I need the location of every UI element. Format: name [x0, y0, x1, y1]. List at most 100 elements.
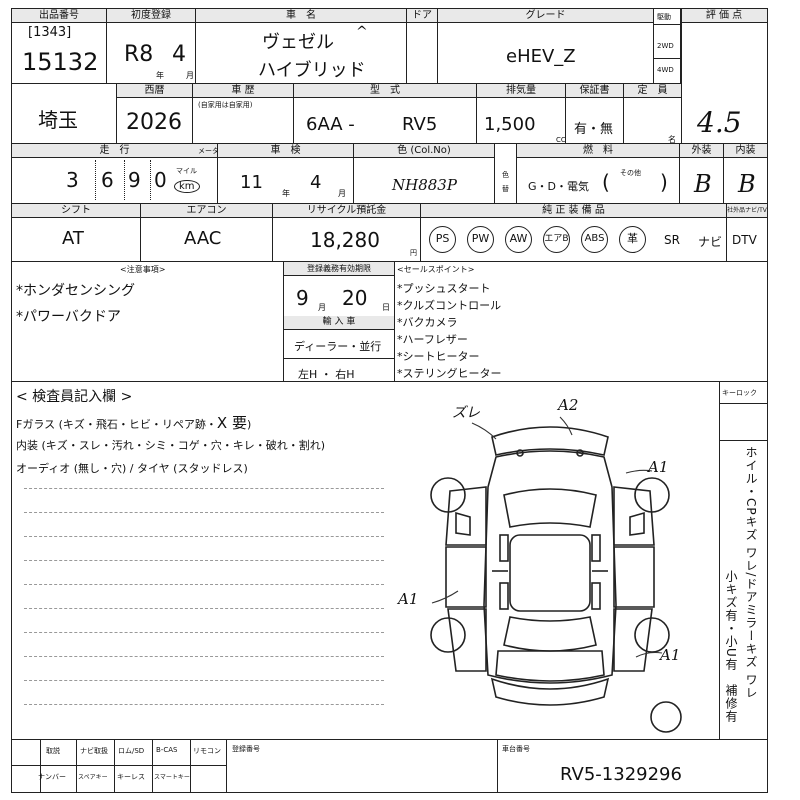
displacement-unit: CC	[556, 136, 566, 144]
mark-right: A1	[648, 458, 669, 476]
mileage-unit-km: km	[174, 180, 200, 193]
key-lock-label: キーロック	[722, 389, 757, 397]
inspection-month: 4	[310, 172, 322, 193]
equip-pw: PW	[467, 226, 494, 253]
vertical-note-1: ホイル・CPキズ ワレ/ドアミラーキズ ワレ	[744, 446, 758, 700]
mileage-label: 走 行	[12, 144, 217, 158]
lot-label: 出品番号	[12, 9, 106, 23]
drive-4wd: 4WD	[657, 66, 674, 74]
displacement: 1,500	[484, 114, 536, 135]
model-year: 2026	[126, 110, 182, 135]
car-name-2: ハイブリッド	[258, 60, 366, 81]
history-label: 車 歴	[193, 84, 293, 98]
fuel-paren-open: (	[602, 170, 610, 194]
note-1: *ホンダセンシング	[16, 283, 135, 299]
inspection-line-3: オーディオ (無し・穴) / タイヤ (スタッドレス)	[16, 462, 248, 475]
expiry-month-suffix: 月	[318, 303, 326, 312]
type-code: RV5	[402, 114, 438, 135]
interior-grade: B	[738, 170, 756, 198]
car-diagram	[430, 416, 682, 733]
sales-point-2: *クルズコントロール	[397, 299, 502, 312]
fuel-paren-close: )	[660, 170, 668, 194]
expiry-label: 登録義務有効期限	[284, 262, 394, 276]
score-label: 評 価 点	[681, 9, 767, 23]
shift-label: シフト	[12, 204, 140, 218]
meter-label: メーター	[198, 147, 226, 155]
door-label: ドア	[407, 9, 437, 23]
car-name-1: ヴェゼル	[262, 32, 334, 53]
mileage-digit-1: 3	[66, 168, 79, 192]
sales-point-5: *シートヒーター	[397, 350, 480, 363]
handwritten-caret: ^	[356, 24, 368, 40]
inspection-year: 11	[240, 172, 263, 193]
year-suffix: 年	[156, 71, 164, 80]
exterior-label: 外装	[680, 144, 723, 158]
type-prefix: 6AA -	[306, 114, 355, 135]
equip-navi: ナビ	[698, 235, 723, 249]
footer-item-6: ナンバー	[38, 773, 66, 781]
recycle-fee: 18,280	[310, 228, 380, 252]
note-2: *パワーバクドア	[16, 309, 121, 325]
drive-2wd: 2WD	[657, 42, 674, 50]
lot-number: 15132	[22, 48, 99, 76]
inspection-month-suffix: 月	[338, 189, 346, 198]
footer-item-2: ナビ取扱	[80, 747, 108, 755]
import-label: 輸 入 車	[284, 316, 394, 330]
inspection-line-1-prefix: Fガラス (キズ・飛石・ヒビ・リペア跡・	[16, 418, 217, 431]
footer-item-3: ロム/SD	[118, 747, 145, 755]
option-label: 社外品ナビ/TV	[727, 204, 767, 218]
type-label: 型 式	[294, 84, 476, 98]
inspection-year-suffix: 年	[282, 189, 290, 198]
color-code: NH883P	[392, 176, 457, 194]
history-sub: (自家用は自家用)	[198, 101, 253, 109]
month-suffix: 月	[186, 71, 194, 80]
fuel-label: 燃 料	[517, 144, 679, 158]
warranty-label: 保証書	[566, 84, 623, 98]
mark-left: A1	[398, 590, 419, 608]
notes-lines	[14, 480, 394, 730]
capacity-suffix: 名	[668, 135, 676, 144]
sales-point-3: *バクカメラ	[397, 316, 458, 329]
recycle-label: リサイクル預託金	[273, 204, 420, 218]
fuel-options: G・D・電気	[528, 180, 589, 193]
capacity-label: 定 員	[624, 84, 681, 98]
sheet-frame	[11, 8, 768, 793]
equip-leather: 革	[619, 226, 646, 253]
reg-month: 4	[172, 42, 186, 67]
drive-label: 駆動	[657, 13, 671, 21]
first-reg-label: 初度登録	[107, 9, 195, 23]
equip-aw: AW	[505, 226, 532, 253]
mileage-digit-2: 6	[101, 168, 114, 192]
vertical-note-2: 小キズ有・小U有 補修有	[724, 570, 738, 723]
equipment-label: 純 正 装 備 品	[421, 204, 726, 218]
inspection-line-1: Fガラス (キズ・飛石・ヒビ・リペア跡・X 要)	[16, 412, 251, 433]
mileage-unit-mile: マイル	[176, 167, 197, 175]
footer-item-8: キーレス	[117, 773, 145, 781]
color-change: 色替	[502, 171, 509, 193]
era-year: R8	[124, 42, 154, 67]
shift: AT	[62, 228, 84, 249]
inspection-label: 車 検	[218, 144, 353, 158]
equip-dtv: DTV	[732, 233, 757, 247]
inspection-title: < 検査員記入欄 >	[16, 389, 133, 405]
equip-airbag: エアB	[543, 226, 570, 253]
grade: eHEV_Z	[506, 46, 576, 67]
score: 4.5	[697, 106, 742, 139]
mileage-digit-3: 9	[128, 168, 141, 192]
equip-ps: PS	[429, 226, 456, 253]
steering: 左H ・ 右H	[298, 368, 355, 381]
footer-item-1: 取説	[46, 747, 60, 755]
recycle-yen: 円	[410, 249, 417, 257]
model-year-label: 西暦	[117, 84, 192, 98]
displacement-label: 排気量	[477, 84, 565, 98]
inspection-line-2: 内装 (キズ・スレ・汚れ・シミ・コゲ・穴・キレ・破れ・割れ)	[16, 439, 326, 452]
mark-bottom-right: A1	[660, 646, 681, 664]
footer-item-4: B-CAS	[156, 746, 178, 754]
grade-label: グレード	[438, 9, 653, 23]
footer-item-7: スペアキー	[78, 774, 108, 781]
warranty: 有・無	[574, 122, 614, 137]
mileage-digit-4: 0	[154, 168, 167, 192]
fuel-other: その他	[620, 169, 641, 177]
chassis-number: RV5-1329296	[560, 764, 682, 785]
